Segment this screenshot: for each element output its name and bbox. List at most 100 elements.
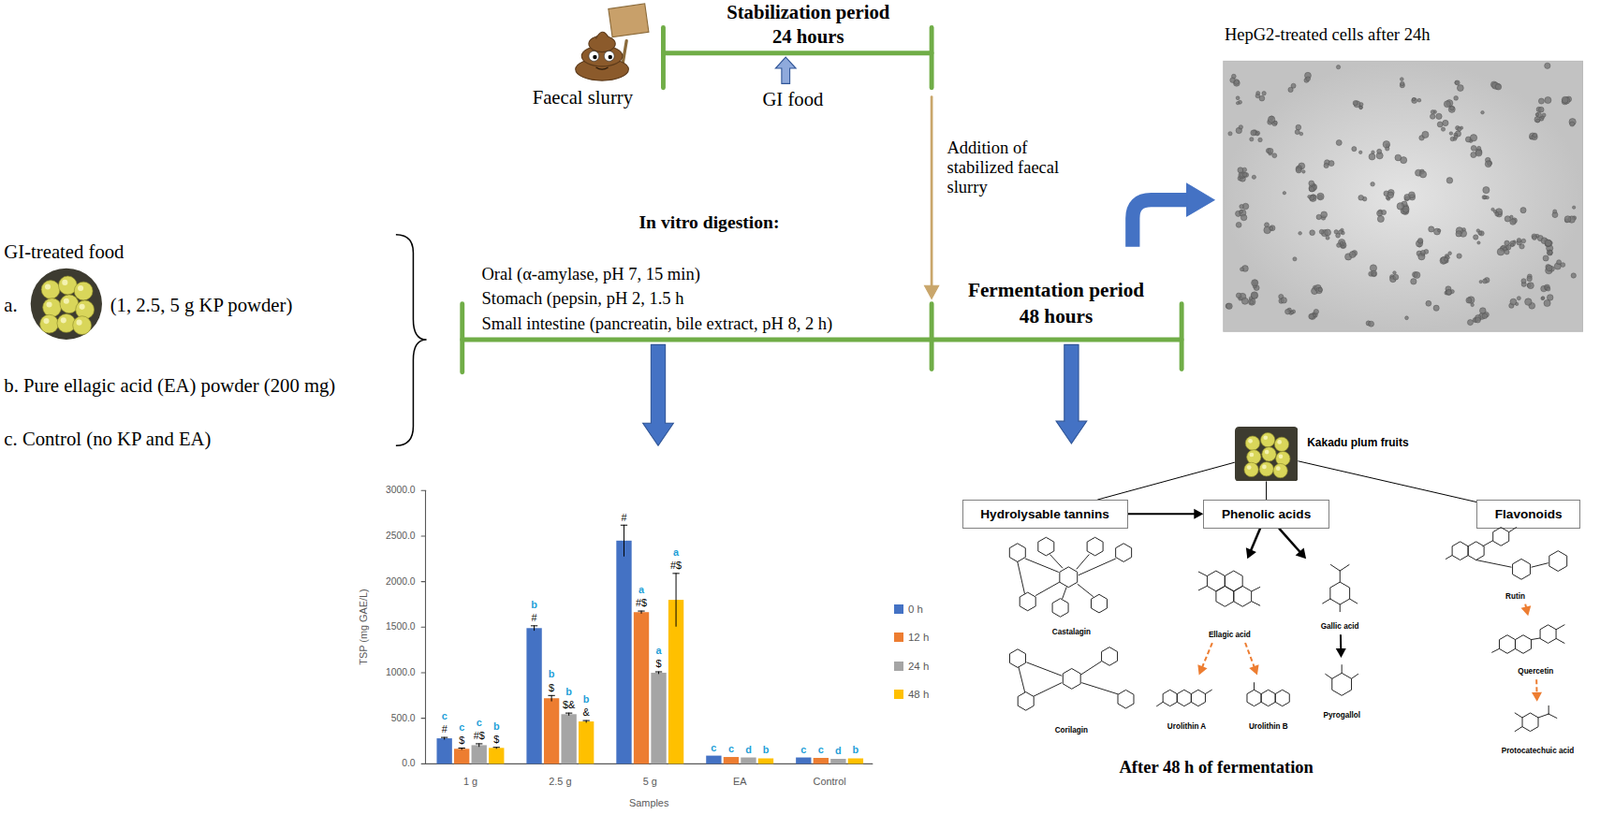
axis-title: TSP (mg GAE/L) xyxy=(357,589,370,666)
cell xyxy=(1228,132,1233,136)
cell xyxy=(1462,227,1467,232)
bar xyxy=(650,673,666,764)
cell xyxy=(1536,118,1541,123)
compound-name: Rutin xyxy=(1505,592,1526,602)
timeline-tick xyxy=(459,304,465,373)
arrow-head xyxy=(924,285,939,299)
significance-symbol: # xyxy=(441,723,448,736)
cell xyxy=(1571,205,1575,209)
bond xyxy=(1339,571,1341,583)
bond xyxy=(1081,683,1117,695)
significance-symbol: & xyxy=(583,706,590,720)
cell xyxy=(1291,83,1296,89)
cell xyxy=(1239,209,1244,214)
compound-name: Gallic acid xyxy=(1321,622,1360,632)
cell xyxy=(1454,80,1460,86)
cell xyxy=(1453,96,1459,102)
ring xyxy=(1511,558,1530,580)
cell xyxy=(1251,279,1259,287)
legend-swatch xyxy=(894,632,904,643)
cell xyxy=(1532,235,1538,241)
timeline-tick xyxy=(1179,304,1185,370)
compound-name: Castalagin xyxy=(1052,628,1091,637)
item-text: c. Control (no KP and EA) xyxy=(3,428,211,452)
block-arrow xyxy=(643,344,675,446)
cell xyxy=(1430,110,1435,115)
ring xyxy=(1009,649,1026,669)
cell xyxy=(1467,320,1473,326)
category-box: Hydrolysable tannins xyxy=(962,499,1129,529)
cell xyxy=(1521,278,1527,284)
connector xyxy=(1097,462,1235,500)
cell xyxy=(1470,303,1475,308)
error-cap xyxy=(673,572,680,574)
ring xyxy=(1038,537,1055,557)
structure-drawing xyxy=(1484,616,1587,661)
error-cap xyxy=(565,713,573,715)
cell xyxy=(1532,132,1538,138)
curved-arrow xyxy=(1132,200,1190,248)
cell xyxy=(1510,240,1516,247)
cell xyxy=(1306,76,1311,82)
cell xyxy=(1393,274,1399,280)
tick-mark xyxy=(421,581,426,583)
connector xyxy=(1531,679,1542,703)
compound-structure: Pyrogallol xyxy=(1317,658,1366,724)
bar xyxy=(454,748,470,764)
fruit-highlight xyxy=(76,320,83,326)
fruit-highlight xyxy=(43,318,49,324)
error-cap xyxy=(583,720,590,722)
cell xyxy=(1272,153,1278,159)
cell xyxy=(1325,235,1330,240)
significance-symbol: $ xyxy=(493,733,500,747)
cell xyxy=(1444,257,1449,262)
structure-drawing xyxy=(1501,702,1573,741)
tick-mark xyxy=(421,672,426,674)
cell xyxy=(1349,251,1356,259)
cell xyxy=(1368,321,1375,327)
ring xyxy=(1087,537,1104,557)
bar xyxy=(740,758,756,765)
connector-line xyxy=(1202,643,1213,669)
plum-fruit xyxy=(41,280,60,300)
cell xyxy=(1262,91,1266,96)
legend-entry: 0 h xyxy=(894,603,924,616)
significance-letter: c xyxy=(728,743,734,756)
axis-tick: 500.0 xyxy=(391,713,416,725)
cell xyxy=(1436,113,1442,119)
significance-letter: a xyxy=(673,546,679,559)
cell xyxy=(1334,230,1338,235)
image-heading: HepG2-treated cells after 24h xyxy=(1224,24,1431,45)
cell xyxy=(1437,121,1443,128)
period-title: Fermentation period xyxy=(968,278,1145,301)
ring xyxy=(1548,551,1567,573)
fruit-highlight xyxy=(60,317,67,323)
cell xyxy=(1516,296,1521,301)
bond xyxy=(1341,665,1343,675)
axis-tick: 2500.0 xyxy=(385,530,416,543)
cell xyxy=(1317,192,1325,201)
ring xyxy=(1117,690,1134,710)
cell xyxy=(1372,272,1377,277)
plum-fruit xyxy=(73,281,93,301)
bond xyxy=(1157,702,1164,706)
cell xyxy=(1370,182,1376,188)
cell xyxy=(1543,299,1551,307)
bond xyxy=(1077,585,1093,598)
cell xyxy=(1485,195,1489,199)
fruit-highlight xyxy=(77,285,84,292)
cell xyxy=(1446,177,1454,185)
cell xyxy=(1269,225,1276,232)
cell xyxy=(1321,211,1328,219)
fruit-highlight xyxy=(1248,452,1254,457)
compound-name: Urolithin A xyxy=(1167,722,1206,732)
bond xyxy=(1475,559,1511,568)
plum-fruit xyxy=(1274,437,1289,452)
bar xyxy=(813,758,829,764)
ring xyxy=(1330,582,1351,605)
bond xyxy=(1555,639,1565,645)
ring xyxy=(1452,542,1468,561)
cell xyxy=(1250,130,1257,136)
cell xyxy=(1256,91,1261,96)
cell xyxy=(1544,62,1551,69)
